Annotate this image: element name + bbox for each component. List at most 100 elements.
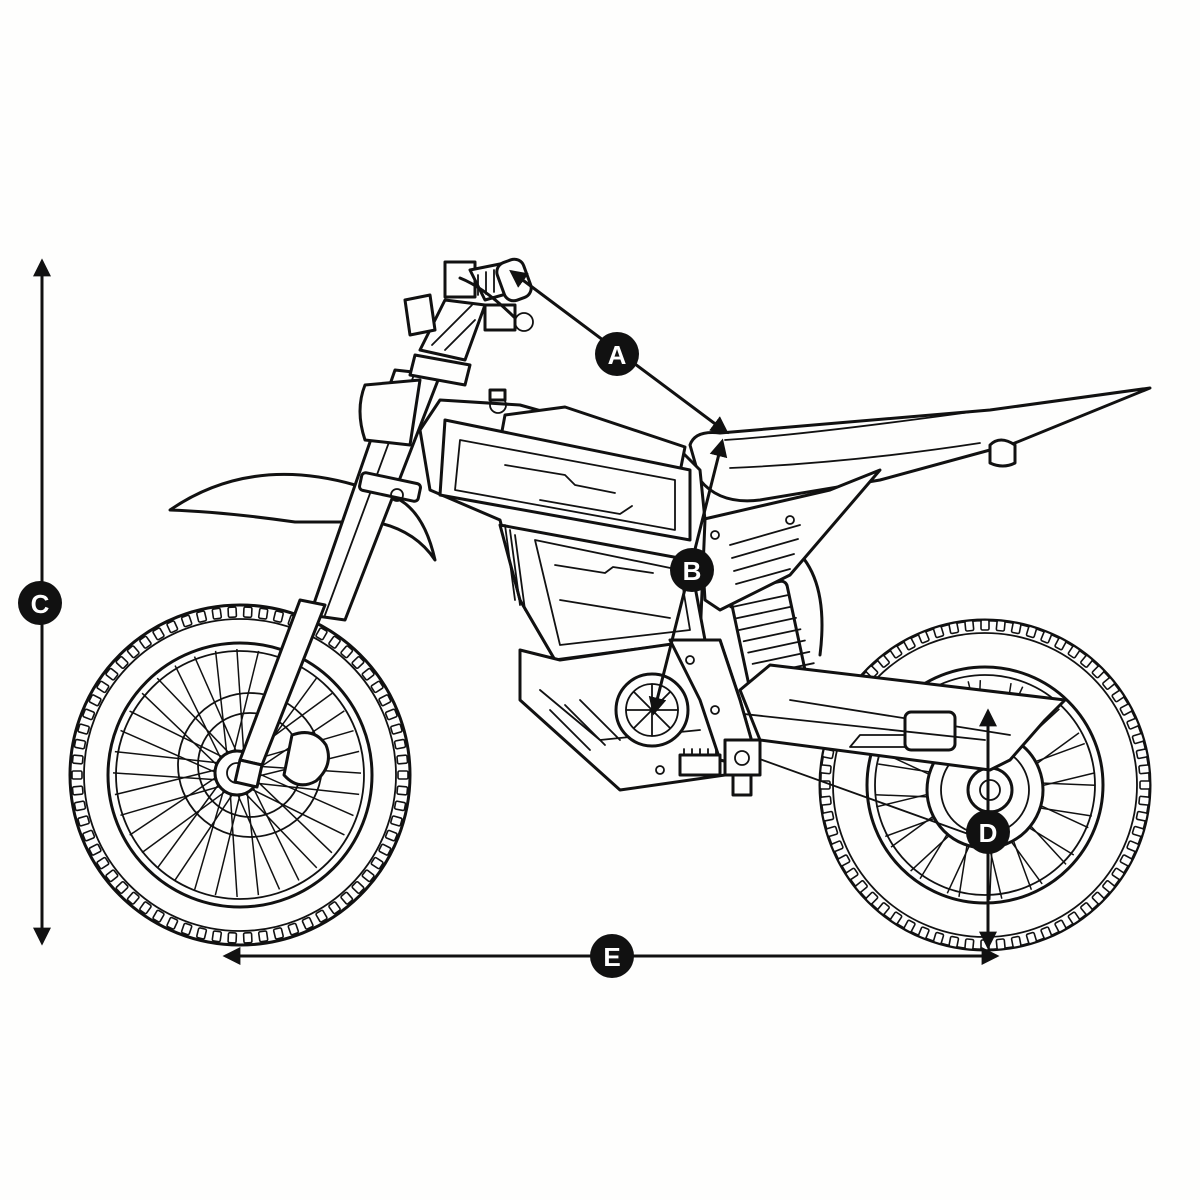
tire-knob [227, 931, 238, 944]
tire-knob [257, 930, 269, 943]
tire-knob [351, 655, 365, 670]
tire-knob [917, 630, 930, 644]
label-e-text: E [603, 942, 620, 972]
tire-knob [1080, 654, 1093, 668]
tire-knob [77, 723, 90, 735]
spoke [193, 788, 225, 890]
tire-knob [71, 770, 83, 780]
tire-knob [830, 840, 844, 853]
front-wheel [68, 603, 412, 947]
tire-knob [82, 829, 96, 842]
rear-tire-knobs [819, 619, 1151, 951]
tire-knob [166, 916, 179, 930]
label-badge-c: C [18, 581, 62, 625]
tire-knob [105, 667, 119, 681]
tire-knob [315, 627, 328, 641]
tire-knob [1010, 935, 1022, 949]
tire-knob [126, 891, 140, 905]
spoke [232, 650, 260, 754]
tire-knob [211, 607, 223, 620]
spoke [246, 790, 260, 896]
tire-knob [196, 927, 208, 940]
tire-knob [1025, 625, 1038, 639]
tire-knob [1025, 931, 1038, 945]
tire-knob [211, 930, 223, 943]
tire-knob [227, 606, 238, 619]
label-d-text: D [979, 818, 998, 848]
tire-knob [964, 619, 975, 632]
tire-knob [865, 665, 879, 679]
tire-knob [287, 922, 300, 936]
spoke [114, 750, 220, 764]
spoke [255, 779, 333, 854]
tire-knob [328, 901, 341, 915]
rear-wheel [818, 618, 1152, 952]
tire-knob [152, 627, 165, 641]
spoke [141, 692, 219, 767]
tire-knob [126, 645, 140, 659]
spoke [249, 787, 345, 836]
tire-knob [115, 655, 129, 670]
tire-knob [315, 909, 328, 923]
spoke [114, 768, 218, 796]
tire-knob [361, 869, 375, 883]
tire-knob [82, 708, 96, 721]
tire-knob [71, 785, 84, 796]
seat [688, 386, 1152, 503]
tire-knob [272, 610, 284, 623]
tire-knob [1126, 717, 1140, 730]
front-spokes [112, 648, 362, 898]
label-badge-b: B [670, 548, 714, 592]
tire-knob [378, 694, 392, 707]
tire-knob [361, 667, 375, 681]
tire-knob [242, 606, 253, 619]
tire-knob [819, 764, 832, 775]
headlight [358, 378, 422, 447]
tire-knob [88, 694, 102, 707]
tire-knob [77, 815, 90, 827]
tire-knob [948, 935, 960, 949]
tire-knob [854, 880, 868, 893]
tire-knob [889, 645, 903, 659]
spoke [120, 729, 218, 774]
tire-knob [932, 931, 945, 945]
tire-knob [948, 621, 960, 635]
tire-knob [932, 625, 945, 639]
tire-knob [166, 620, 179, 634]
tire-knob [1040, 630, 1053, 644]
tire-knob [96, 680, 110, 694]
spoke [254, 782, 360, 796]
tire-knob [1067, 911, 1081, 925]
tire-knob [1067, 645, 1081, 659]
tire-knob [393, 800, 407, 812]
spoke [129, 775, 218, 836]
tire-knob [1111, 689, 1125, 703]
tire-knob [877, 902, 890, 916]
tire-knob [73, 738, 87, 750]
tire-knob [88, 843, 102, 856]
battery-frame [418, 388, 707, 662]
tire-knob [1131, 732, 1145, 745]
tire-knob [328, 635, 341, 649]
spoke [256, 772, 354, 817]
tire-knob [257, 607, 269, 620]
tire-knob [396, 754, 409, 765]
tire-knob [139, 635, 152, 649]
label-badge-d: D [966, 810, 1010, 854]
tire-knob [1102, 677, 1116, 690]
tire-knob [272, 927, 284, 940]
tire-knob [1126, 840, 1140, 853]
tire-knob [865, 891, 879, 905]
tire-knob [1119, 854, 1133, 867]
handlebar [403, 257, 534, 387]
tire-knob [340, 645, 354, 659]
tire-knob [1091, 891, 1105, 905]
tire-knob [370, 856, 384, 870]
tire-knob [821, 810, 835, 822]
tire-knob [889, 911, 903, 925]
tire-knob [995, 619, 1006, 632]
spoke [112, 772, 219, 781]
tire-knob [180, 614, 193, 628]
spoke [174, 792, 235, 881]
